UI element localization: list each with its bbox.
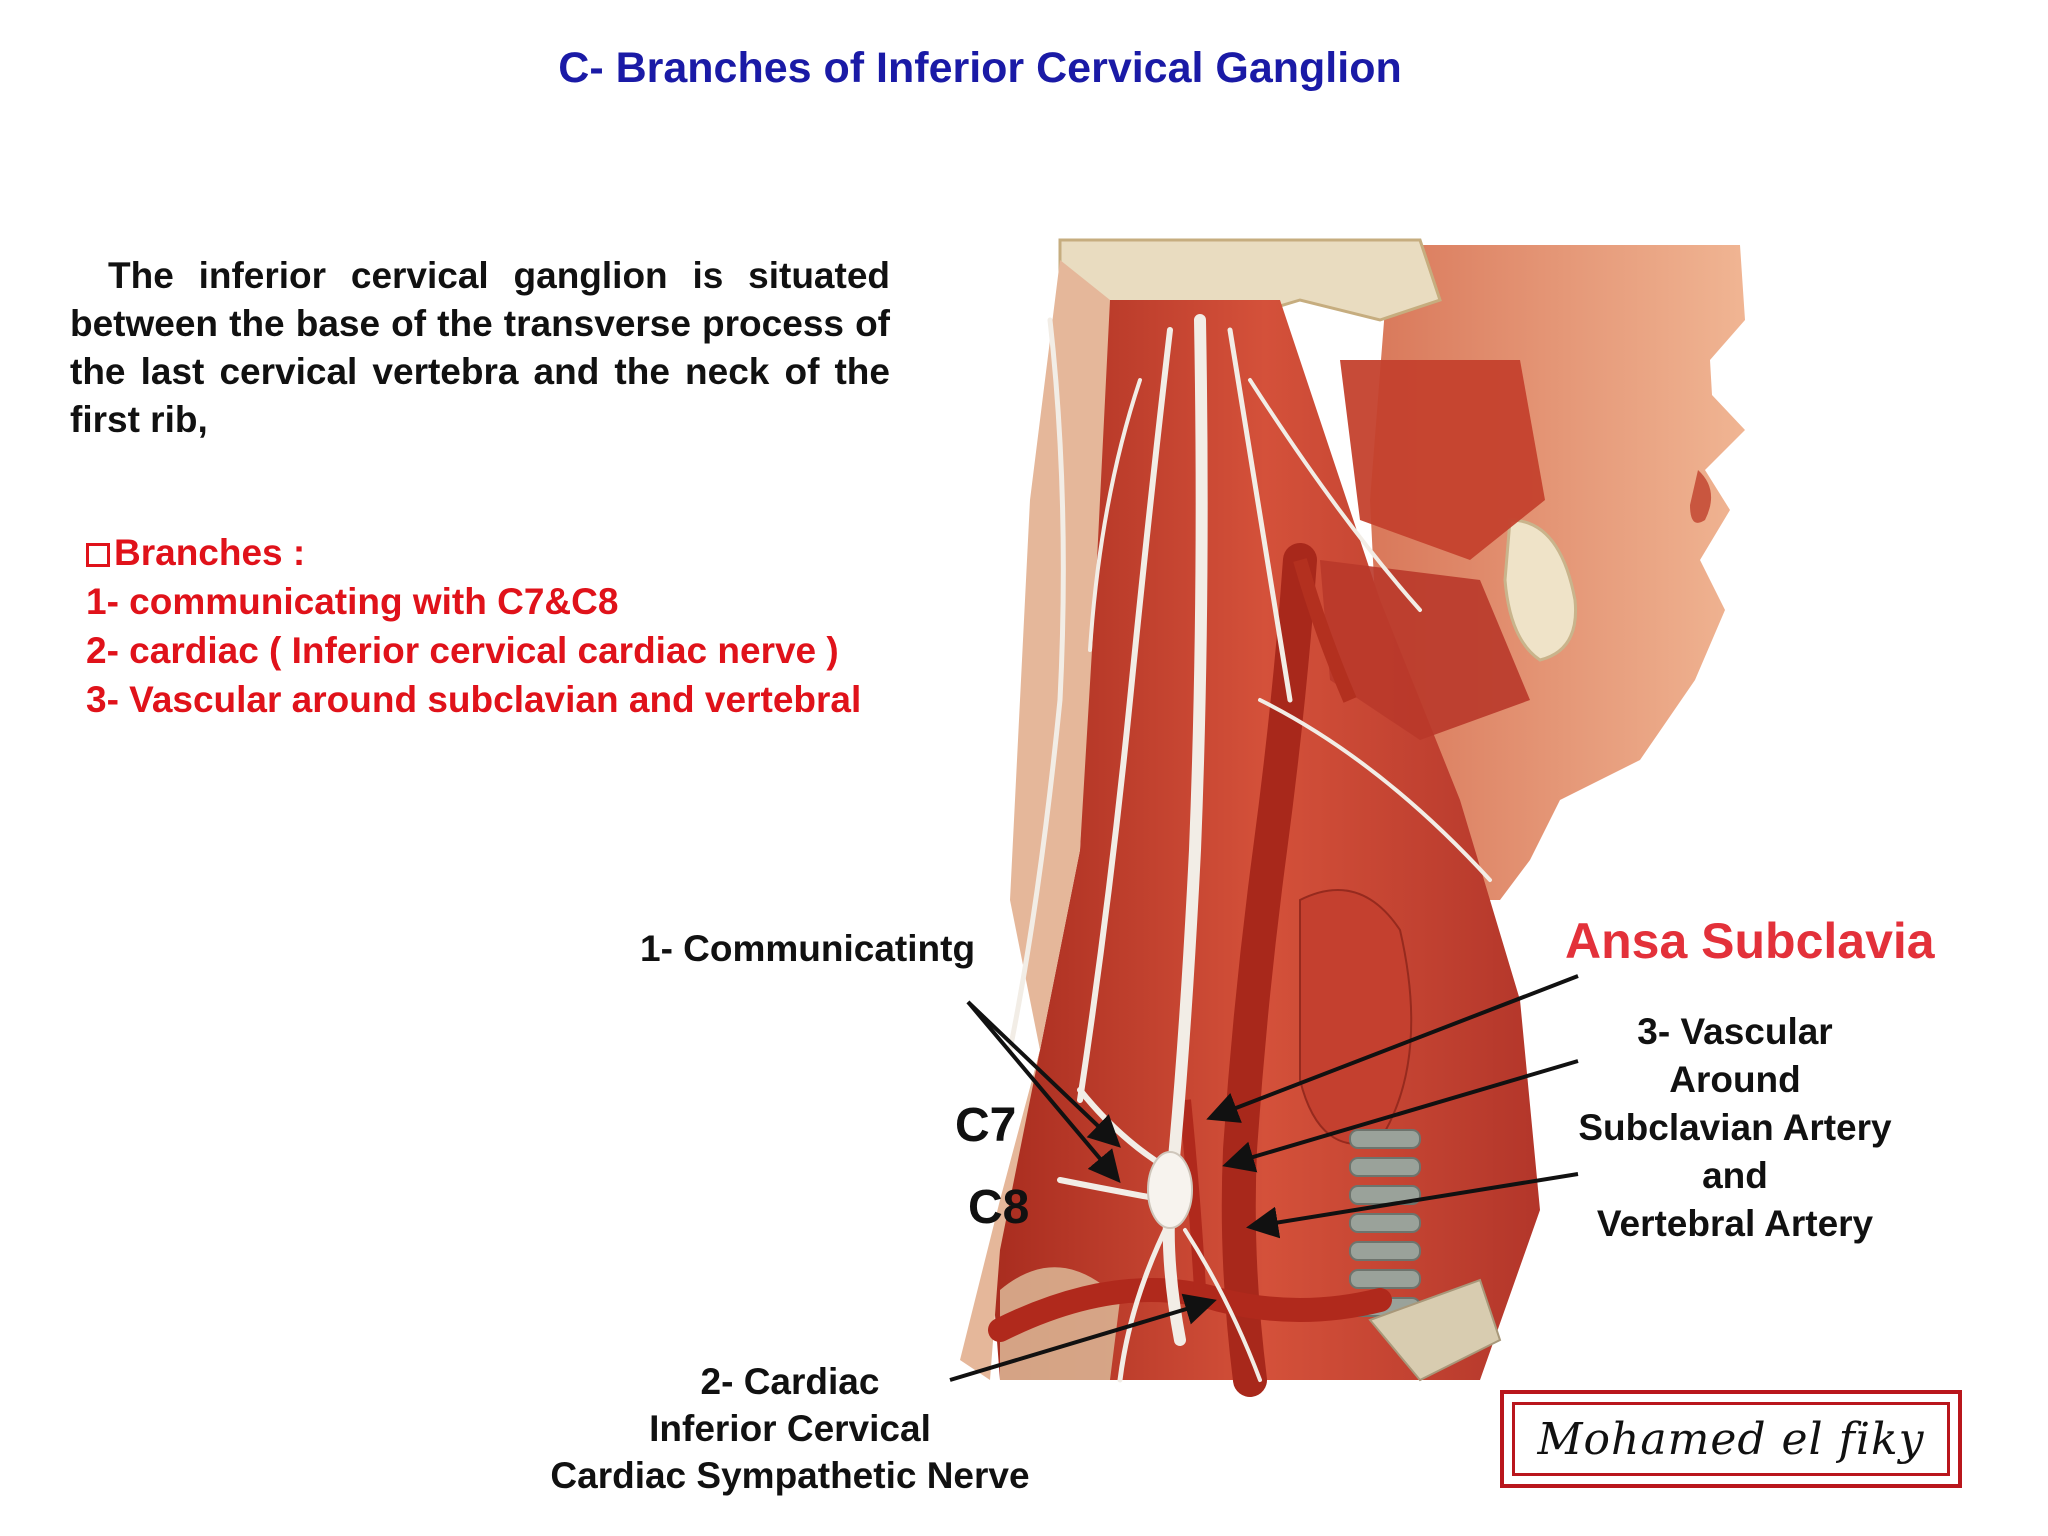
mandible-bone	[1503, 518, 1578, 662]
signature-text: Mohamed el fiky	[1537, 1413, 1925, 1465]
intro-paragraph: The inferior cervical ganglion is situat…	[70, 255, 890, 440]
label-c8: C8	[968, 1181, 1030, 1234]
vertebral-artery	[1179, 1099, 1206, 1291]
external-carotid	[1293, 558, 1357, 703]
label-line: 3- Vascular	[1637, 1011, 1833, 1052]
label-ansa-subclavia: Ansa Subclavia	[1565, 913, 1935, 969]
slide-title: C- Branches of Inferior Cervical Ganglio…	[558, 44, 1402, 92]
digastric-muscle	[1320, 560, 1530, 740]
label-arrows	[949, 974, 1579, 1382]
label-line: and	[1702, 1155, 1768, 1196]
label-line: Subclavian Artery	[1578, 1107, 1892, 1148]
label-line: Cardiac Sympathetic Nerve	[550, 1455, 1030, 1496]
label-cardiac: 2- Cardiac Inferior Cervical Cardiac Sym…	[500, 1358, 1080, 1499]
lips	[1690, 470, 1712, 523]
label-communicating: 1- Communicatintg	[640, 928, 976, 969]
label-vascular: 3- Vascular Around Subclavian Artery and…	[1545, 1008, 1925, 1248]
signature-box: Mohamed el fiky	[1500, 1390, 1962, 1488]
branches-heading: Branches :	[86, 528, 966, 577]
signature-inner-border: Mohamed el fiky	[1512, 1402, 1950, 1476]
branch-item: 2- cardiac ( Inferior cervical cardiac n…	[86, 630, 839, 671]
masseter-muscle	[1340, 360, 1545, 560]
branch-item: 1- communicating with C7&C8	[86, 581, 619, 622]
branch-item: 3- Vascular around subclavian and verteb…	[86, 679, 862, 720]
posterior-muscles	[960, 260, 1110, 1380]
label-line: Inferior Cervical	[649, 1408, 931, 1449]
clavicle-bone	[1368, 1278, 1502, 1382]
branches-list: Branches : 1- communicating with C7&C8 2…	[86, 528, 966, 724]
label-line: Vertebral Artery	[1596, 1203, 1874, 1244]
inferior-cervical-ganglion	[1147, 1151, 1193, 1229]
thyroid-gland	[1299, 889, 1413, 1145]
label-c7: C7	[955, 1099, 1017, 1152]
label-line: Around	[1669, 1059, 1801, 1100]
trachea	[1349, 1129, 1421, 1317]
label-line: 2- Cardiac	[700, 1361, 880, 1402]
checkbox-bullet-icon	[86, 543, 110, 567]
